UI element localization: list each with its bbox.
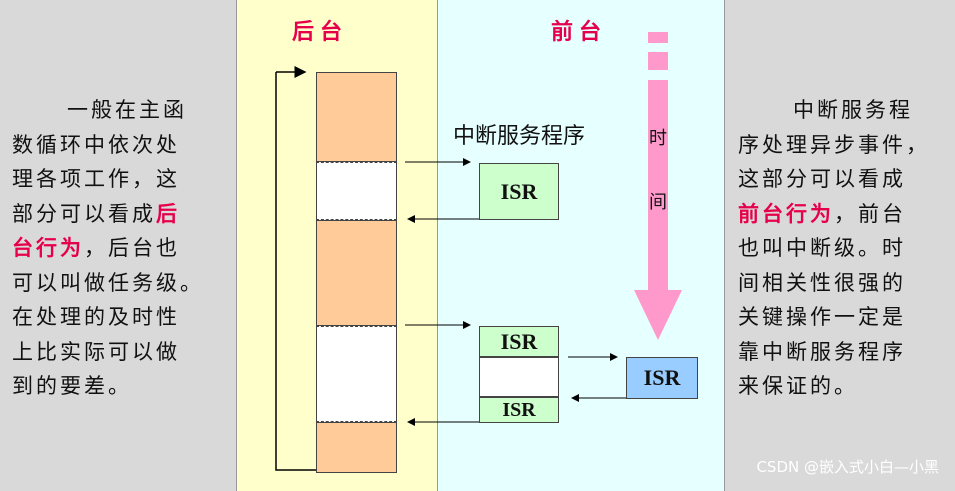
isr-gap: [479, 357, 559, 397]
time-label-char-1: 时: [649, 128, 667, 149]
left-line-4-text: 部分可以看成: [12, 201, 156, 226]
left-line-4-highlight: 后: [156, 200, 180, 226]
task-block-3: [316, 422, 397, 473]
right-line-6: 间相关性很强的: [738, 270, 906, 295]
nested-isr-box: ISR: [626, 357, 698, 399]
right-line-5: 也叫中断级。时: [738, 236, 906, 260]
task-block-1: [316, 72, 397, 162]
watermark: CSDN @嵌入式小白—小黑: [756, 458, 939, 476]
background-title: 后台: [292, 19, 349, 45]
right-description-text: 中断服务程 序处理异步事件， 这部分可以看成 前台行为，前台 也叫中断级。时 间…: [738, 93, 950, 404]
isr-box-3: ISR: [479, 397, 559, 423]
right-line-1: 中断服务程: [793, 98, 913, 122]
isr-box-2: ISR: [479, 326, 559, 357]
left-line-2: 数循环中依次处: [12, 132, 180, 157]
right-line-9: 来保证的。: [738, 374, 858, 398]
right-line-3: 这部分可以看成: [738, 167, 906, 191]
right-description-panel: [725, 0, 955, 491]
right-line-8: 靠中断服务程序: [738, 339, 906, 364]
task-gap-2: [316, 326, 397, 422]
time-arrow: [634, 32, 682, 340]
left-line-1: 一般在主函: [67, 98, 187, 122]
right-line-4-text: ，前台: [834, 201, 906, 226]
left-line-5-text: ，后台也: [84, 236, 180, 260]
left-line-7: 在处理的及时性: [12, 305, 180, 329]
time-label-char-2: 间: [649, 192, 667, 213]
left-description-text: 一般在主函 数循环中依次处 理各项工作，这 部分可以看成后 台行为，后台也 可以…: [12, 93, 234, 404]
task-gap-1: [316, 162, 397, 220]
main-loop-arrow: [275, 66, 316, 471]
isr-label: 中断服务程序: [453, 124, 586, 149]
left-line-8: 上比实际可以做: [12, 339, 180, 364]
task-block-2: [316, 220, 397, 326]
right-line-2: 序处理异步事件，: [738, 132, 930, 157]
left-line-6: 可以叫做任务级。: [12, 270, 204, 295]
isr-box-1: ISR: [479, 163, 559, 220]
foreground-title: 前台: [551, 19, 608, 45]
left-line-5: 台行为，后台也: [12, 231, 234, 266]
right-line-4: 前台行为，前台: [738, 197, 950, 232]
left-line-3: 理各项工作，这: [12, 167, 180, 191]
right-line-7: 关键操作一定是: [738, 305, 906, 329]
left-line-5-highlight: 台行为: [12, 235, 84, 260]
left-line-4: 部分可以看成后: [12, 197, 234, 232]
left-line-9: 到的要差。: [12, 374, 132, 398]
left-description-panel: [0, 0, 236, 491]
right-line-4-highlight: 前台行为: [738, 200, 834, 226]
